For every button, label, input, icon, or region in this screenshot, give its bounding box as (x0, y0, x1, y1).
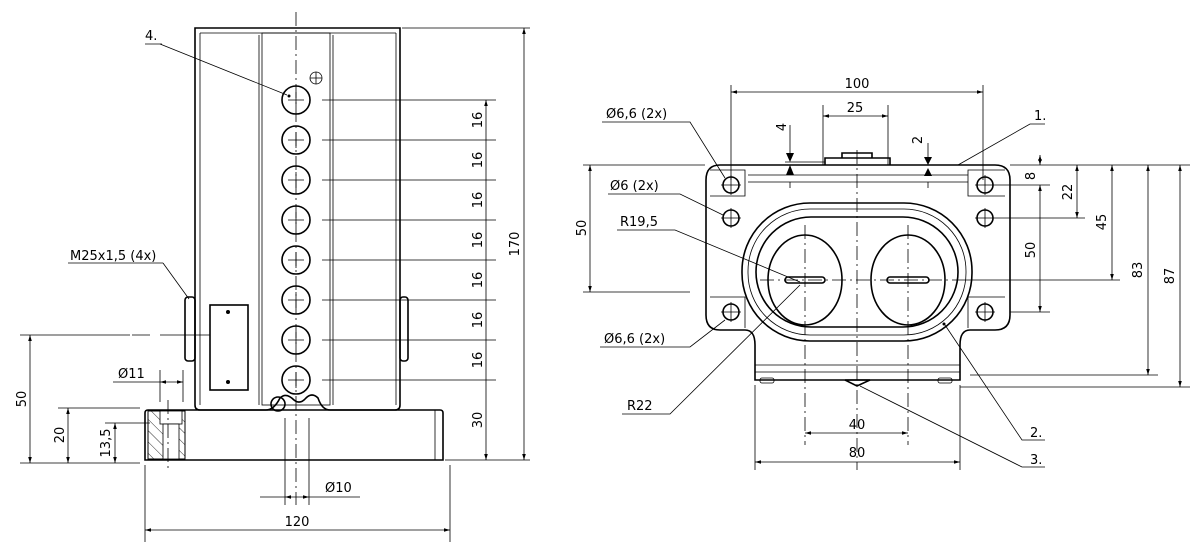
dim-87: 87 (1163, 268, 1178, 285)
dim-100: 100 (845, 77, 870, 92)
dim-pitch: 16 (471, 152, 486, 169)
dim-45: 45 (1095, 214, 1110, 231)
base-plate (144, 409, 444, 461)
dim-50-right: 50 (1024, 242, 1039, 259)
dim-pitch: 16 (471, 192, 486, 209)
dim-40: 40 (849, 418, 866, 433)
dim-22: 22 (1061, 184, 1076, 201)
balloon-3: 3. (1030, 453, 1042, 468)
callout-r19-5: R19,5 (620, 215, 658, 230)
dim-2: 2 (911, 136, 926, 144)
dim-pitch: 16 (471, 232, 486, 249)
dim-50-left: 50 (575, 220, 590, 237)
thread-callout: M25x1,5 (4x) (70, 249, 156, 264)
dim-pitch: 16 (471, 112, 486, 129)
cable-gland-right (399, 296, 409, 362)
cable-gland-left (184, 296, 196, 362)
dim-13-5: 13,5 (99, 429, 114, 458)
dim-4: 4 (775, 123, 790, 131)
dim-30: 30 (471, 412, 486, 429)
dim-d10: Ø10 (325, 481, 352, 496)
balloon-4: 4. (145, 29, 157, 44)
balloon-2: 2. (1030, 426, 1042, 441)
dim-83: 83 (1131, 262, 1146, 279)
dim-120: 120 (285, 515, 310, 530)
label-plate (209, 304, 249, 391)
balloon-1: 1. (1034, 109, 1046, 124)
dim-pitch: 16 (471, 352, 486, 369)
callout-hole-6: Ø6 (2x) (610, 179, 659, 194)
callout-hole-6-6-top: Ø6,6 (2x) (606, 107, 667, 122)
dim-170: 170 (508, 232, 523, 257)
dim-50: 50 (15, 391, 30, 408)
dim-25: 25 (847, 101, 864, 116)
housing-flange (705, 164, 1011, 381)
top-view: 100 25 4 2 Ø6,6 (2x) Ø6 (2x) R19,5 Ø6,6 … (575, 77, 1190, 470)
dim-pitch: 16 (471, 272, 486, 289)
dim-80: 80 (849, 446, 866, 461)
pitch-labels: 16 16 16 16 16 16 16 30 (471, 112, 486, 429)
callout-r22: R22 (627, 399, 653, 414)
dim-20: 20 (53, 427, 68, 444)
dim-8: 8 (1024, 172, 1039, 180)
dim-d11: Ø11 (118, 367, 145, 382)
mounting-holes (721, 175, 995, 322)
ground-symbol-icon (309, 71, 323, 85)
callout-hole-6-6-bottom: Ø6,6 (2x) (604, 332, 665, 347)
dim-pitch: 16 (471, 312, 486, 329)
side-view: 16 16 16 16 16 16 16 30 170 4. M25x1,5 (… (15, 12, 530, 542)
